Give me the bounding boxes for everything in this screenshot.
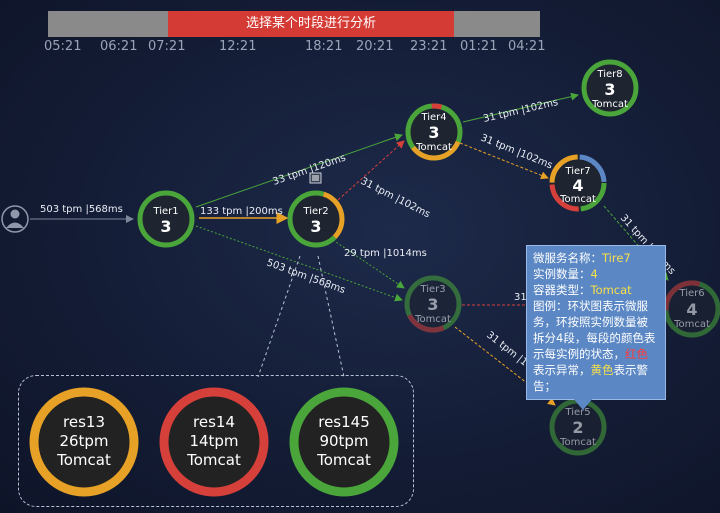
- node-tooltip: 微服务名称：Tire7 实例数量：4 容器类型：Tomcat 图例：环状图表示微…: [526, 245, 666, 400]
- node-tier3[interactable]: Tier3 3 Tomcat: [404, 275, 462, 333]
- edge-tier4-tier8[interactable]: 31 tpm |102ms: [462, 92, 579, 125]
- node-type: Tomcat: [559, 194, 596, 205]
- tooltip-name-label: 微服务名称：: [533, 251, 602, 265]
- node-count: 3: [310, 217, 321, 236]
- edge-label: 503 tpm |568ms: [40, 204, 123, 215]
- timeline-selection[interactable]: 选择某个时段进行分析: [168, 11, 454, 37]
- edge-label: 31: [514, 292, 527, 303]
- timeline-tick: 20:21: [356, 39, 394, 54]
- timeline-bar[interactable]: 选择某个时段进行分析: [48, 11, 540, 37]
- edge-label: 133 tpm |200ms: [200, 206, 283, 217]
- node-count: 3: [604, 80, 615, 99]
- instance-tpm: 26tpm: [59, 432, 108, 450]
- edge-tier1-tier2[interactable]: 133 tpm |200ms: [199, 206, 289, 224]
- instance-name: res14: [193, 413, 235, 431]
- instance-type: Tomcat: [316, 451, 371, 469]
- instance-type: Tomcat: [56, 451, 111, 469]
- instance-res13[interactable]: res13 26tpm Tomcat: [29, 387, 139, 497]
- tooltip-end-text: 表示警告；: [533, 363, 648, 393]
- tooltip-type-value: Tomcat: [590, 283, 632, 297]
- instance-res145[interactable]: res145 90tpm Tomcat: [289, 387, 399, 497]
- timeline-tick: 01:21: [460, 39, 498, 54]
- node-count: 3: [160, 217, 171, 236]
- edge-label: 33 tpm |120ms: [271, 153, 347, 188]
- node-count: 4: [686, 300, 697, 319]
- edge-label: 31 tpm |102ms: [482, 97, 559, 125]
- instance-type: Tomcat: [186, 451, 241, 469]
- timeline-tick: 23:21: [410, 39, 448, 54]
- instance-res14[interactable]: res14 14tpm Tomcat: [159, 387, 269, 497]
- instance-name: res13: [63, 413, 105, 431]
- node-name: Tier2: [302, 206, 328, 217]
- edge-label: 503 tpm |568ms: [265, 257, 347, 296]
- timeline-tick: 12:21: [219, 39, 257, 54]
- node-count: 4: [572, 176, 583, 195]
- node-count: 2: [572, 418, 583, 437]
- edge-label: 29 tpm |1014ms: [344, 248, 427, 259]
- node-tier8[interactable]: Tier8 3 Tomcat: [581, 59, 639, 117]
- edge-label: 31 tpm |102ms: [359, 176, 432, 221]
- node-name: Tier3: [419, 284, 445, 295]
- node-tier6[interactable]: Tier6 4 Tomcat: [663, 280, 720, 338]
- node-type: Tomcat: [415, 142, 452, 153]
- node-type: Tomcat: [673, 319, 710, 330]
- node-name: Tier7: [564, 166, 590, 177]
- instance-tpm: 14tpm: [189, 432, 238, 450]
- node-tier4[interactable]: Tier4 3 Tomcat: [405, 103, 463, 161]
- instance-name: res145: [318, 413, 370, 431]
- tooltip-legend-text: 图例：环状图表示微服务，环按照实例数量被拆分4段，每段的颜色表示每实例的状态，: [533, 299, 656, 361]
- node-tier7[interactable]: Tier7 4 Tomcat: [549, 154, 607, 212]
- user-icon[interactable]: [1, 205, 29, 233]
- timeline-tick: 06:21: [100, 39, 138, 54]
- node-name: Tier4: [420, 112, 446, 123]
- tooltip-count-label: 实例数量：: [533, 267, 591, 281]
- timeline-tick: 05:21: [44, 39, 82, 54]
- node-tier5[interactable]: Tier5 2 Tomcat: [549, 398, 607, 456]
- instance-callout: [18, 375, 414, 507]
- node-count: 3: [427, 295, 438, 314]
- node-type: Tomcat: [559, 437, 596, 448]
- edge-tier2-tier3[interactable]: 29 tpm |1014ms: [332, 239, 427, 289]
- node-type: Tomcat: [591, 99, 628, 110]
- node-tier2[interactable]: Tier2 3: [287, 172, 345, 248]
- node-name: Tier5: [564, 407, 590, 418]
- node-tier1[interactable]: Tier1 3: [137, 190, 195, 248]
- tooltip-red-word: 红色: [625, 347, 648, 361]
- node-count: 3: [428, 123, 439, 142]
- node-name: Tier8: [596, 69, 622, 80]
- instance-tpm: 90tpm: [319, 432, 368, 450]
- edge-tier4-tier7[interactable]: 31 tpm |102ms: [459, 133, 554, 180]
- tooltip-arrow: [572, 397, 594, 410]
- tooltip-yellow-word: 黄色: [590, 363, 614, 377]
- node-name: Tier1: [152, 206, 178, 217]
- edge-user-tier1[interactable]: 503 tpm |568ms: [30, 204, 134, 223]
- node-type: Tomcat: [414, 314, 451, 325]
- tooltip-type-label: 容器类型：: [533, 283, 591, 297]
- tooltip-mid-text: 表示异常，: [533, 363, 591, 377]
- timeline-tick: 07:21: [148, 39, 186, 54]
- timeline-tick: 18:21: [305, 39, 343, 54]
- tooltip-count-value: 4: [590, 267, 598, 281]
- node-name: Tier6: [678, 288, 704, 299]
- timeline-tick: 04:21: [508, 39, 546, 54]
- tooltip-name-value: Tire7: [602, 251, 631, 265]
